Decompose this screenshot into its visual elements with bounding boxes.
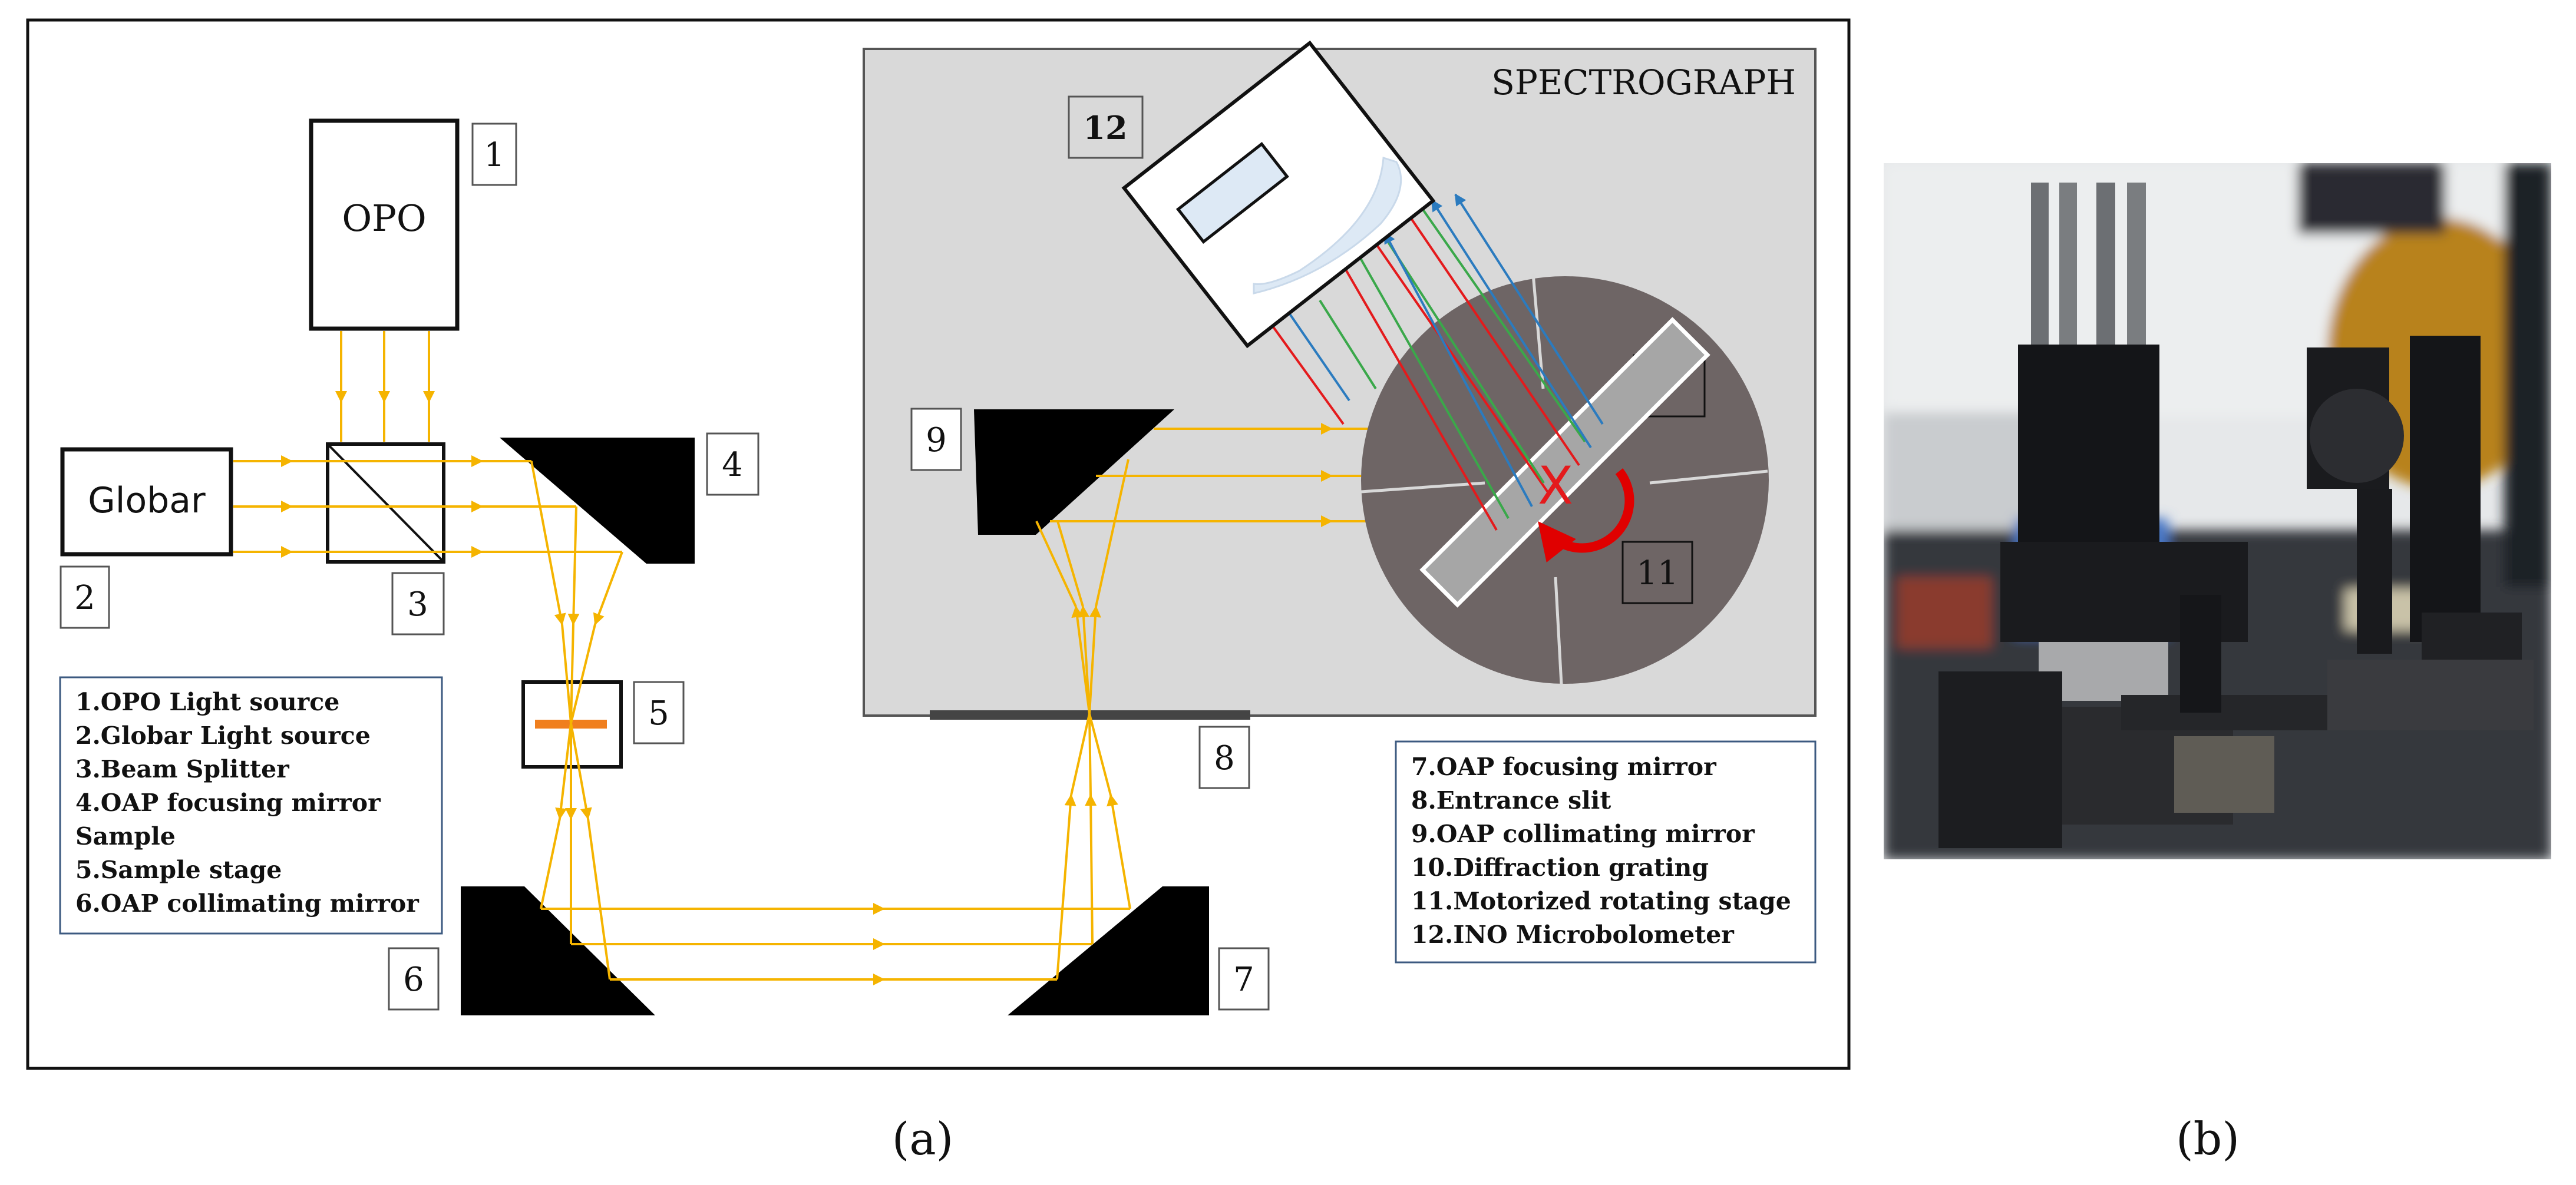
diffraction-grating	[1419, 317, 1710, 608]
svg-text:8: 8	[1214, 739, 1235, 777]
spectrograph-title: SPECTROGRAPH	[1491, 62, 1796, 102]
legend-left-line-3: 3.Beam Splitter	[75, 755, 290, 783]
detector-lens	[1253, 156, 1402, 294]
panel-b-photo: (b)	[1884, 163, 2551, 1165]
globar-box	[60, 447, 233, 557]
legend-right-line-1: 7.OAP focusing mirror	[1411, 753, 1717, 781]
svg-text:11: 11	[1636, 554, 1678, 592]
svg-text:7: 7	[1233, 961, 1254, 999]
oap-focusing-mirror-4	[500, 438, 695, 564]
svg-text:4: 4	[722, 446, 743, 484]
number-labels: 1 2 3 4 5 6 7 8 9 11 12	[60, 95, 1693, 1011]
ino-microbolometer	[1121, 40, 1436, 349]
number-label-3: 3	[391, 572, 445, 635]
svg-text:6: 6	[403, 961, 424, 999]
opo-label: OPO	[342, 197, 426, 240]
legend-right-line-3: 9.OAP collimating mirror	[1411, 820, 1755, 848]
number-label-4: 4	[706, 432, 759, 496]
legend-right-line-4: 10.Diffraction grating	[1411, 853, 1709, 882]
legend-right-line-2: 8.Entrance slit	[1411, 786, 1611, 815]
oap-collimating-mirror-6	[461, 886, 655, 1015]
grating-mark: X	[1538, 455, 1573, 516]
legend-left-line-2: 2.Globar Light source	[75, 721, 371, 750]
svg-text:2: 2	[74, 579, 95, 617]
legend-left: 1.OPO Light source 2.Globar Light source…	[59, 676, 443, 935]
spectral-rays	[1266, 170, 1604, 531]
number-label-9: 9	[910, 408, 962, 471]
legend-right-line-5: 11.Motorized rotating stage	[1411, 887, 1791, 915]
globar-label: Globar	[88, 480, 206, 521]
legend-left-line-5: Sample	[75, 822, 176, 850]
svg-text:3: 3	[407, 585, 428, 624]
oap-collimating-mirror-9	[974, 409, 1174, 535]
panel-a: SPECTROGRAPH OPO Globar	[26, 18, 1851, 1165]
number-label-5: 5	[633, 681, 685, 744]
oap-focusing-mirror-7	[1008, 886, 1209, 1015]
number-label-2: 2	[60, 565, 110, 629]
number-label-6: 6	[388, 947, 440, 1011]
legend-left-line-4: 4.OAP focusing mirror	[75, 789, 381, 817]
number-label-12: 12	[1068, 95, 1144, 159]
caption-a: (a)	[892, 1113, 954, 1165]
svg-text:9: 9	[926, 421, 947, 459]
number-label-11: 11	[1621, 541, 1693, 604]
rotation-arrow	[1538, 468, 1634, 562]
opo-box	[309, 118, 460, 331]
caption-b: (b)	[2176, 1113, 2240, 1165]
svg-text:5: 5	[648, 694, 669, 733]
number-label-7: 7	[1218, 947, 1270, 1011]
legend-left-line-7: 6.OAP collimating mirror	[75, 889, 420, 918]
number-label-8: 8	[1198, 726, 1250, 789]
svg-text:12: 12	[1083, 109, 1127, 147]
number-label-1: 1	[471, 123, 517, 186]
legend-left-line-6: 5.Sample stage	[75, 856, 282, 884]
beam-splitter	[326, 442, 445, 564]
svg-text:1: 1	[484, 136, 505, 174]
legend-right-line-6: 12.INO Microbolometer	[1411, 921, 1735, 949]
legend-right: 7.OAP focusing mirror 8.Entrance slit 9.…	[1395, 740, 1817, 964]
legend-left-line-1: 1.OPO Light source	[75, 688, 339, 716]
